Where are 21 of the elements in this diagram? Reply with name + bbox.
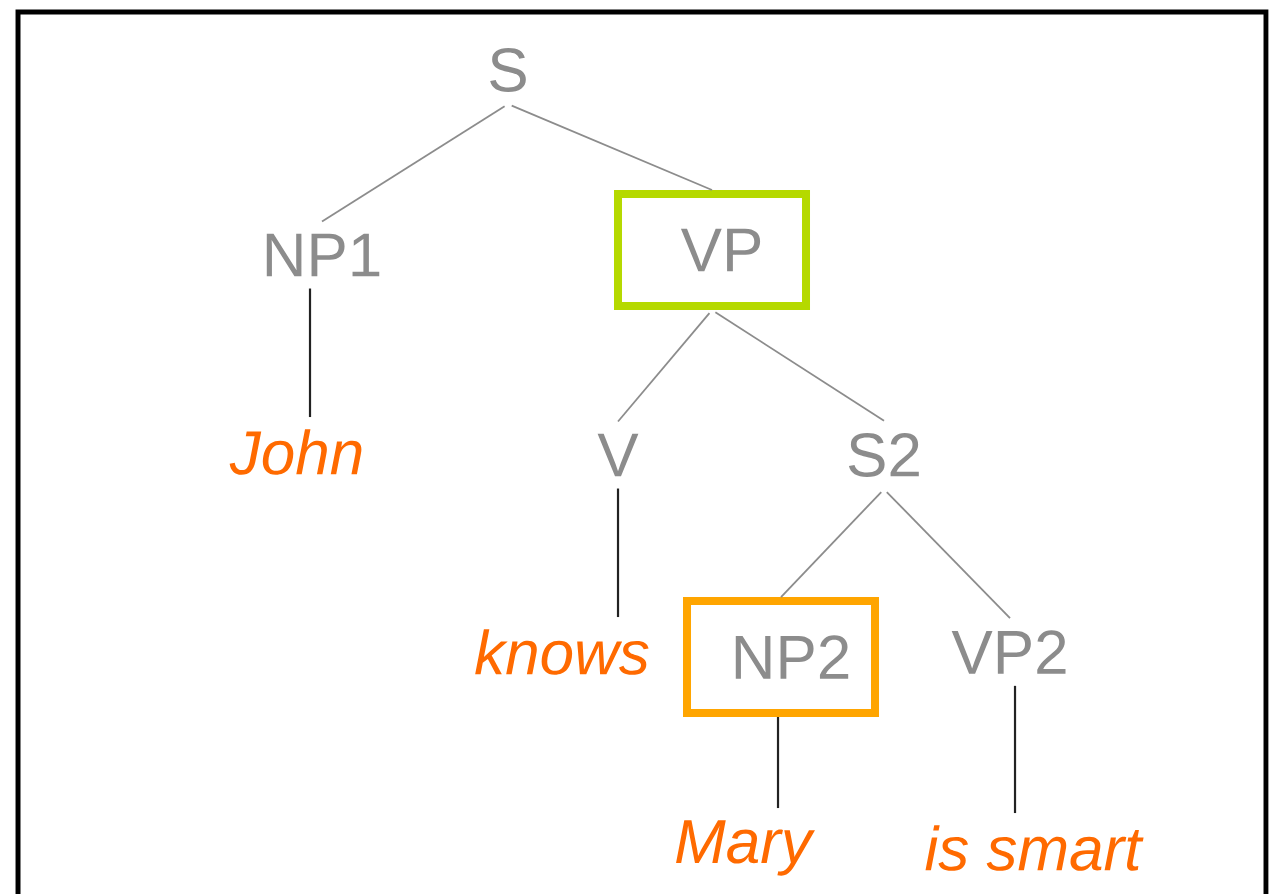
branch-line [776,717,780,809]
category: S2 [848,433,919,477]
branch-line [1013,685,1017,814]
branch-line [308,288,312,418]
word: John [229,429,362,475]
branch-line [321,105,506,223]
word: Mary [676,820,815,876]
boxed-category: NP2 [683,597,879,717]
branch-line [616,488,620,618]
branch-line [617,312,711,423]
category: S [490,48,526,92]
boxed-category: VP [614,190,810,310]
branch-line [714,311,885,422]
word: knows [475,629,649,675]
word: is smart [925,825,1144,871]
branch-line [510,104,713,191]
branch-line [885,491,1011,620]
category: V [597,433,639,477]
branch-line [780,491,883,598]
category: VP2 [951,630,1066,674]
category: NP1 [266,233,380,277]
